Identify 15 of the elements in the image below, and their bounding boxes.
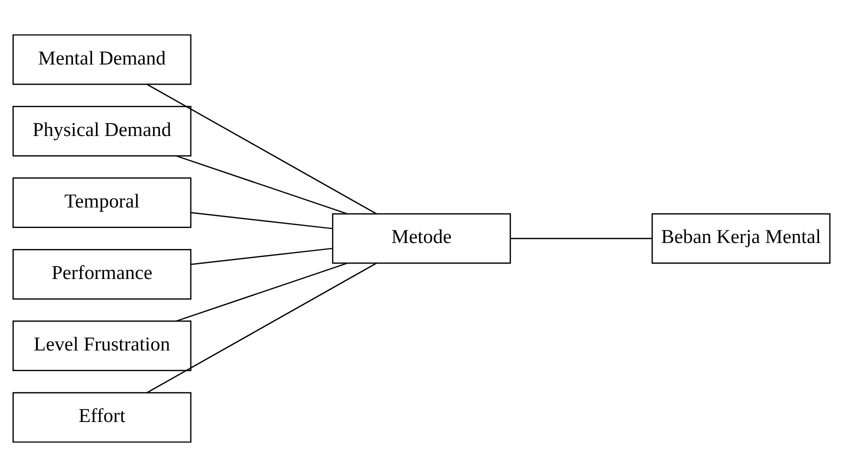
connector [146, 262, 377, 393]
node-box: Metode [332, 212, 511, 264]
connector [191, 212, 332, 229]
node-box: Mental Demand [12, 34, 192, 84]
node-box: Level Frustration [12, 320, 192, 371]
connector [191, 247, 332, 264]
node-box: Performance [12, 248, 192, 300]
node-box: Temporal [12, 176, 192, 228]
node-box: Effort [12, 392, 192, 442]
node-box: Beban Kerja Mental [652, 212, 830, 264]
connector [510, 237, 652, 239]
connector [176, 154, 348, 214]
node-box: Physical Demand [12, 105, 192, 156]
connector [146, 83, 377, 214]
connector [176, 262, 348, 322]
